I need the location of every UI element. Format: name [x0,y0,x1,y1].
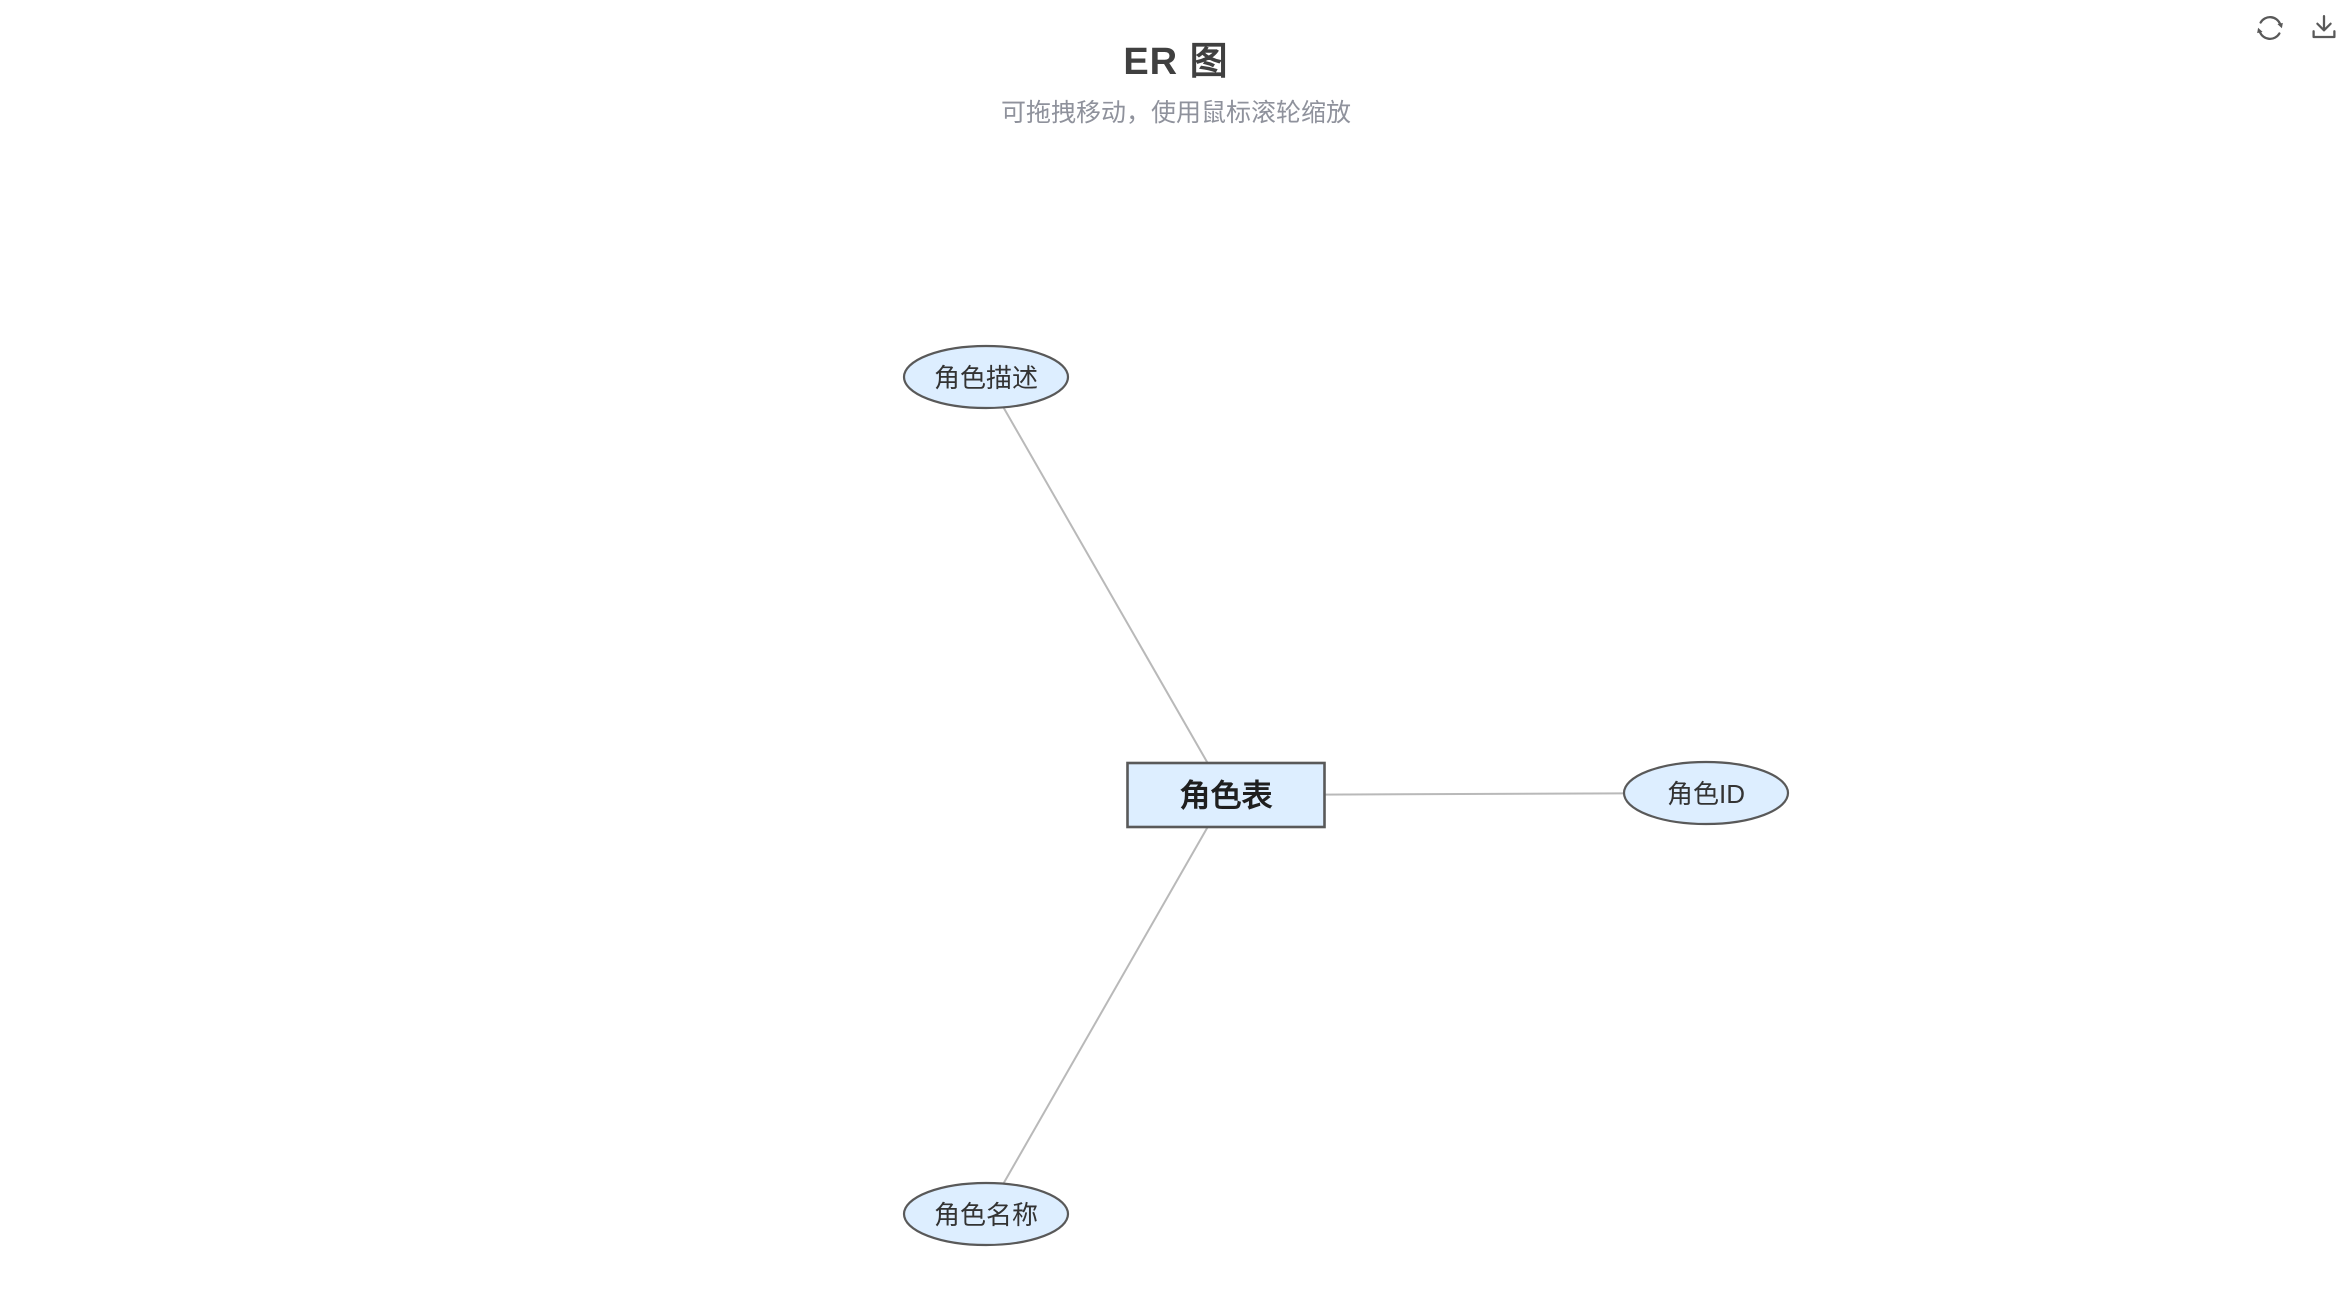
attribute-label: 角色描述 [934,363,1038,393]
entity-label: 角色表 [1180,779,1273,814]
attribute-node-role-id[interactable]: 角色ID [1622,760,1790,826]
entity-rect [1126,761,1326,829]
entity-node-role-table[interactable]: 角色表 [1126,761,1326,829]
refresh-button[interactable] [2252,10,2288,46]
attribute-label: 角色名称 [934,1200,1038,1230]
attribute-ellipse [902,344,1070,410]
attribute-ellipse [902,1181,1070,1247]
attribute-label: 角色ID [1667,779,1745,809]
attribute-node-role-desc[interactable]: 角色描述 [902,344,1070,410]
attribute-ellipse [1622,760,1790,826]
download-icon [2307,11,2341,45]
edge-role-name-role-table [985,794,1227,1215]
refresh-icon [2253,11,2287,45]
download-button[interactable] [2306,10,2342,46]
toolbar [2252,10,2342,46]
edge-role-desc-role-table [985,376,1227,796]
attribute-node-role-name[interactable]: 角色名称 [902,1181,1070,1247]
